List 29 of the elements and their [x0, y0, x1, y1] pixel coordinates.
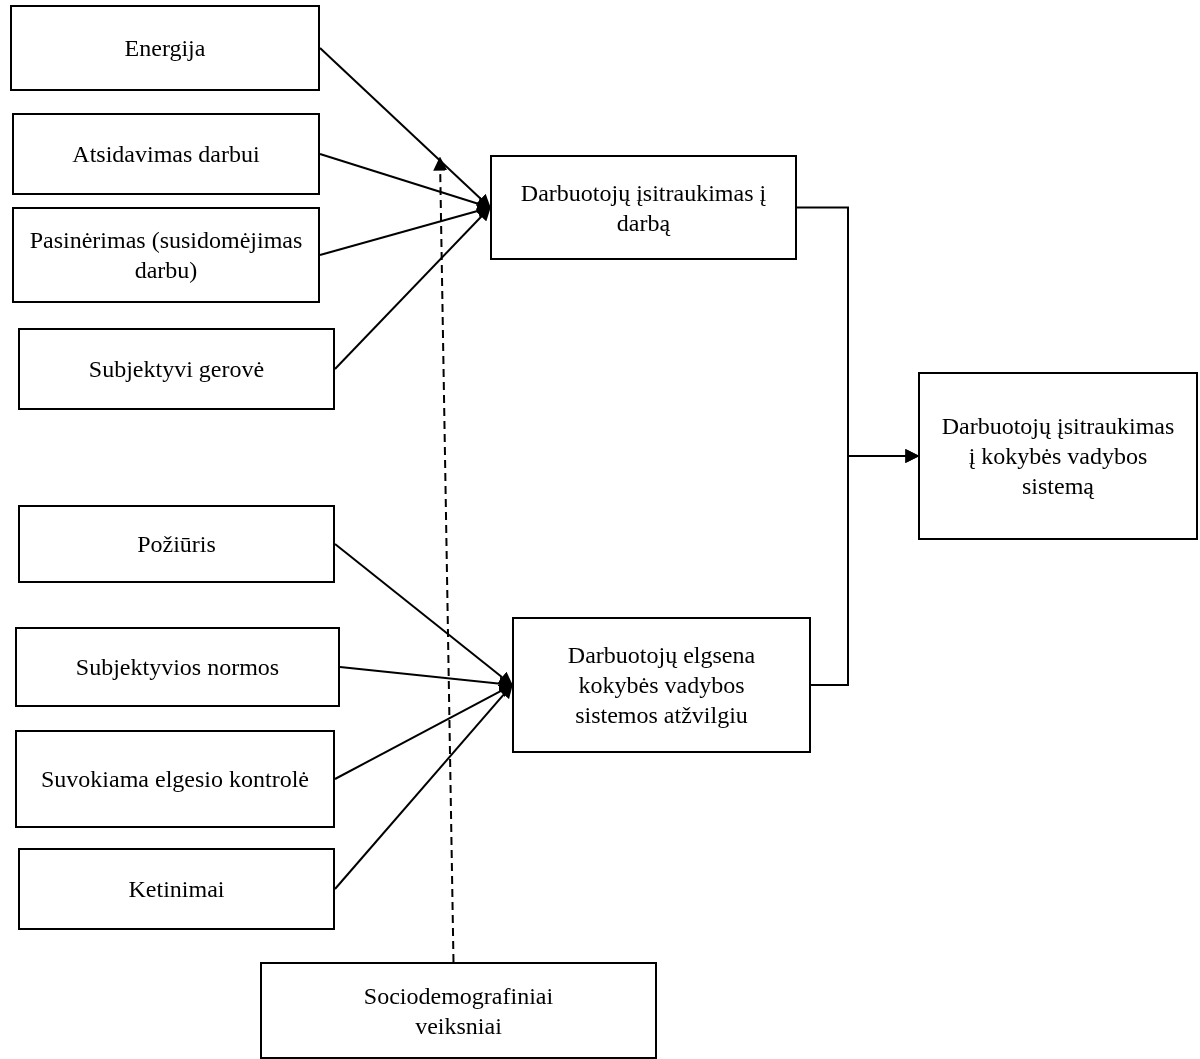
process-box [18, 505, 335, 583]
process-box [490, 155, 797, 260]
process-box [512, 617, 811, 753]
box-label: Subjektyvi gerovė [88, 356, 265, 382]
box-label: Pasinėrimas (susidomėjimas darbu) [29, 227, 303, 283]
box-label: Sociodemografiniai veiksniai [362, 981, 555, 1041]
process-box [15, 627, 340, 707]
process-box [12, 207, 320, 303]
arrow [810, 449, 920, 686]
box-label: Darbuotojų elgsena kokybės vadybos sistemos atžvilgiu [566, 641, 757, 730]
process-box [18, 328, 335, 410]
arrow [319, 47, 491, 209]
box-label: Požiūris [137, 531, 216, 557]
arrow [433, 156, 455, 963]
box-label: Ketinimai [128, 876, 225, 902]
box-label: Darbuotojų įsitraukimas į darbą [520, 179, 767, 236]
box-label: Subjektyvios normos [75, 654, 280, 680]
box-label: Atsidavimas darbui [72, 141, 260, 167]
process-box [12, 113, 320, 195]
arrow [334, 206, 491, 370]
process-box [10, 5, 320, 91]
box-label: Darbuotojų įsitraukimas į kokybės vadybos sistemą [940, 412, 1176, 501]
process-box [18, 848, 335, 930]
arrow [334, 543, 514, 686]
process-box [918, 372, 1198, 540]
box-label: Energija [124, 35, 206, 61]
process-box [15, 730, 335, 828]
process-box [260, 962, 657, 1059]
box-label: Suvokiama elgesio kontrolė [41, 766, 309, 792]
